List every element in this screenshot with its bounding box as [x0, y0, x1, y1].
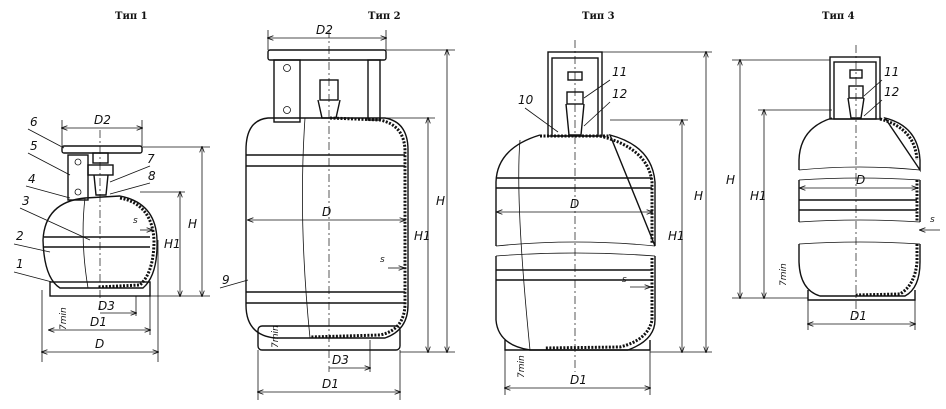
base-ring: [504, 340, 651, 351]
figure-type-3: Тип 3 H H1 D s D1 7min 10 11 12: [495, 11, 712, 395]
shroud: [273, 59, 301, 123]
dim-d: D: [856, 173, 865, 187]
dim-min-clearance: 7min: [779, 263, 789, 286]
figure-title: Тип 3: [582, 11, 615, 22]
part-3: 3: [22, 194, 30, 208]
valve: [87, 164, 114, 176]
dim-d: D: [95, 337, 104, 351]
part-10: 10: [518, 93, 534, 107]
dim-d1: D1: [322, 377, 339, 391]
dim-s: s: [930, 215, 935, 225]
part-labels: 1 2 3 4 5 6 7 8: [13, 115, 156, 283]
part-4: 4: [28, 172, 36, 186]
dim-s: s: [622, 275, 627, 285]
part-11: 11: [884, 65, 899, 79]
part-8: 8: [148, 169, 156, 183]
dim-h: H: [436, 194, 445, 208]
figure-title: Тип 4: [822, 11, 855, 22]
dim-h: H: [726, 173, 735, 187]
dim-d: D: [570, 197, 579, 211]
cylinder-body: [798, 116, 921, 297]
dim-min-clearance: 7min: [271, 325, 281, 348]
figure-type-4: Тип 4 H H1 D s D1 7min 11 12: [726, 11, 940, 330]
dim-min-clearance: 7min: [59, 307, 69, 330]
figure-title: Тип 2: [368, 11, 401, 22]
dim-d2: D2: [316, 23, 333, 37]
dim-h1: H1: [414, 229, 431, 243]
dim-h1: H1: [750, 189, 767, 203]
part-5: 5: [30, 139, 38, 153]
dim-h: H: [188, 217, 197, 231]
part-12: 12: [612, 87, 627, 101]
dim-d3: D3: [332, 353, 349, 367]
cylinder-body: [245, 117, 409, 339]
figure-title: Тип 1: [115, 11, 148, 22]
part-7: 7: [147, 152, 155, 166]
part-9: 9: [222, 273, 230, 287]
dim-s: s: [380, 255, 385, 265]
part-1: 1: [16, 257, 24, 271]
dim-d1: D1: [850, 309, 867, 323]
part-12: 12: [884, 85, 899, 99]
dim-d1: D1: [90, 315, 107, 329]
part-6: 6: [30, 115, 38, 129]
dim-h1: H1: [164, 237, 181, 251]
dim-min-clearance: 7min: [517, 355, 527, 378]
dim-d1: D1: [570, 373, 587, 387]
dim-d3: D3: [98, 299, 115, 313]
part-2: 2: [16, 229, 24, 243]
dim-d2: D2: [94, 113, 111, 127]
cylinder-body: [495, 133, 656, 351]
base-ring: [807, 290, 916, 301]
part-11: 11: [612, 65, 627, 79]
dim-d: D: [322, 205, 331, 219]
wall-section: [97, 196, 156, 289]
dim-s: s: [133, 216, 138, 226]
figure-type-2: Тип 2 D2 H H1 D s D3 D1 7min 9: [219, 11, 455, 400]
handle-plate: [61, 145, 143, 154]
dim-h1: H1: [668, 229, 685, 243]
handle-plate: [267, 49, 387, 61]
shroud: [67, 154, 89, 201]
figure-type-1: Тип 1 D2 H H1 s D3 D1 D 7min: [13, 11, 210, 362]
dim-h: H: [694, 189, 703, 203]
